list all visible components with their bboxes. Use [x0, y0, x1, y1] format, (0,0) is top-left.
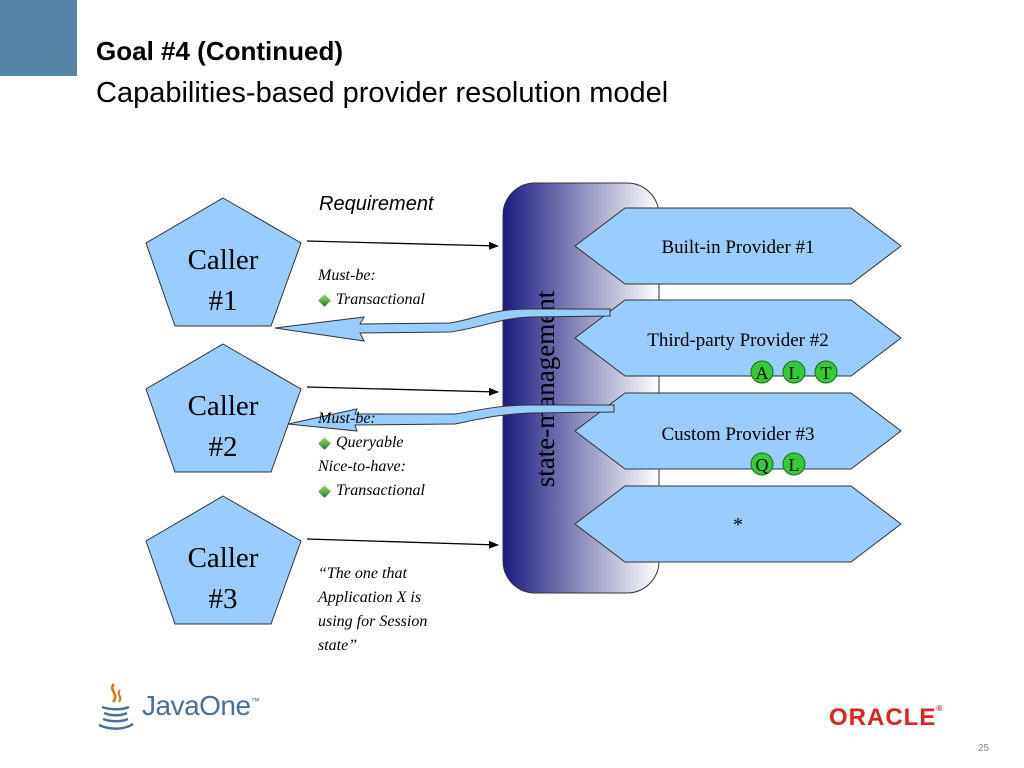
bullet-icon: [318, 484, 331, 498]
note-line: using for Session: [318, 613, 428, 630]
page-number: 25: [978, 743, 990, 754]
provider-2-label: Third-party Provider #2: [647, 330, 829, 351]
svg-text:Caller: Caller: [188, 390, 259, 422]
slide-title: Goal #4 (Continued): [96, 36, 343, 66]
request-arrow-1: [306, 240, 499, 250]
provider-1: Built-in Provider #1: [574, 207, 902, 285]
capability-badge-l: L: [782, 360, 806, 384]
javaone-wordmark: JavaOne: [142, 690, 251, 721]
svg-text:#3: #3: [209, 583, 238, 615]
note-line: Queryable: [336, 434, 404, 451]
request-arrow-3: [306, 538, 499, 549]
caller-3: Caller #3: [145, 495, 302, 625]
requirement-note-3: “The one that Application X is using for…: [318, 562, 427, 658]
provider-3: Custom Provider #3: [574, 392, 902, 470]
bullet-icon: [318, 293, 331, 307]
note-line: Application X is: [318, 589, 422, 606]
svg-text:#1: #1: [209, 285, 238, 317]
svg-text:L: L: [789, 363, 800, 383]
java-cup-icon: [98, 683, 134, 730]
note-line: “The one that: [318, 565, 407, 582]
bullet-icon: [318, 436, 331, 450]
note-line: state”: [318, 637, 358, 654]
container-label: state-management: [530, 290, 560, 487]
oracle-wordmark: ORACLE: [829, 704, 937, 731]
svg-text:#2: #2: [209, 431, 238, 463]
response-arrow-2: [287, 404, 615, 432]
capability-badge-t: T: [814, 360, 838, 384]
provider-4: *: [574, 485, 902, 563]
caller-1: Caller #1: [145, 197, 302, 327]
provider-3-label: Custom Provider #3: [661, 424, 814, 445]
slide-subtitle: Capabilities-based provider resolution m…: [96, 77, 669, 109]
trademark-symbol: ™: [250, 696, 260, 706]
registered-symbol: ®: [936, 704, 943, 713]
note-line: Transactional: [336, 291, 425, 308]
svg-text:T: T: [821, 363, 832, 383]
svg-text:Q: Q: [756, 455, 769, 475]
svg-text:Caller: Caller: [188, 542, 259, 574]
capability-badge-q: Q: [750, 452, 774, 476]
request-arrow-2: [306, 386, 499, 396]
note-line: Must-be:: [318, 410, 376, 427]
svg-text:Caller: Caller: [188, 244, 259, 276]
requirement-note-2: Must-be: Queryable Nice-to-have: Transac…: [318, 407, 425, 503]
requirement-note-1: Must-be: Transactional: [318, 264, 425, 312]
note-line: Must-be:: [318, 267, 376, 284]
response-arrow-1: [274, 308, 611, 342]
capability-badge-a: A: [750, 360, 774, 384]
caller-2: Caller #2: [145, 343, 302, 473]
provider-4-label: *: [733, 514, 743, 536]
oracle-logo: ORACLE®: [829, 704, 942, 732]
note-line: Nice-to-have:: [318, 458, 406, 475]
provider-1-label: Built-in Provider #1: [661, 237, 814, 258]
corner-accent: [0, 0, 77, 76]
capability-badge-l-2: L: [782, 452, 806, 476]
svg-text:L: L: [789, 455, 800, 475]
note-line: Transactional: [336, 482, 425, 499]
provider-2: Third-party Provider #2: [574, 299, 902, 377]
requirement-label: Requirement: [319, 193, 434, 215]
svg-text:A: A: [756, 363, 769, 383]
